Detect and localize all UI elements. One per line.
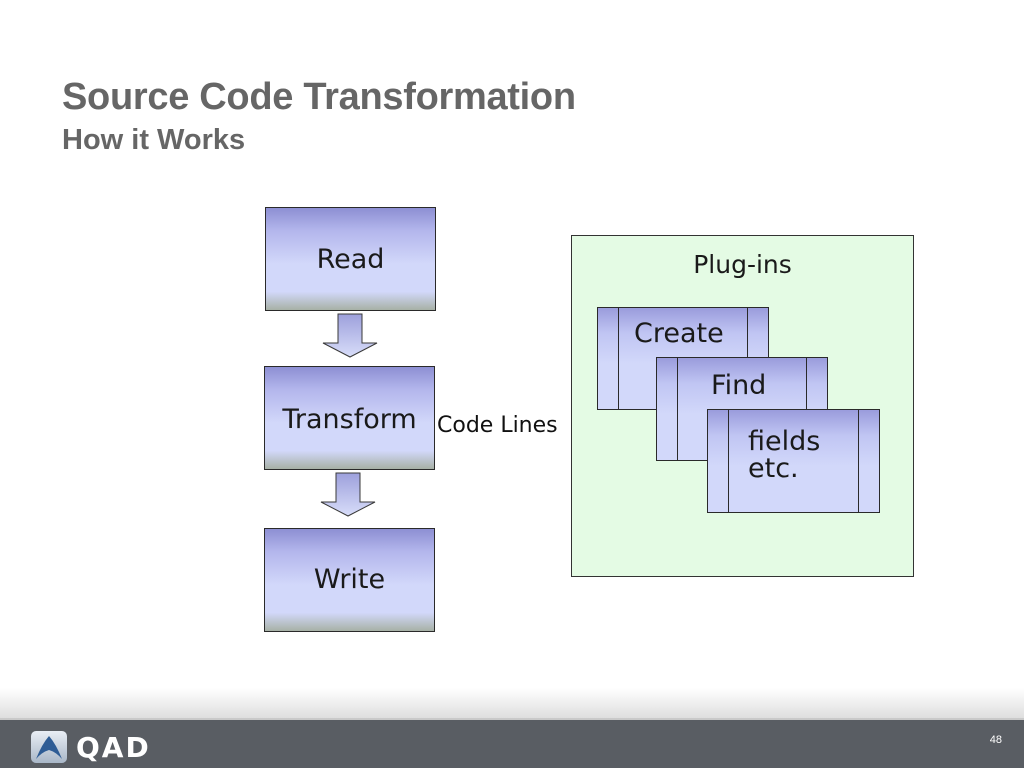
plugin-fields-line1: fields [748,426,821,457]
plugin-fields-line2: etc. [748,453,799,484]
qad-logo: QAD [30,730,151,764]
code-lines-label: Code Lines [437,413,558,438]
process-bar-left [618,308,619,409]
process-bar-left [728,410,729,512]
read-box: Read [265,207,436,311]
footer-fade [0,688,1024,720]
plugin-find-label: Find [711,370,767,401]
plugin-fields-label: fields etc. [748,428,820,482]
transform-label: Transform [282,404,417,435]
plugin-create-label: Create [634,318,724,349]
down-arrow-read-transform [322,313,378,358]
transform-box: Transform [264,366,435,470]
logo-text: QAD [76,730,151,764]
slide-title: Source Code Transformation [62,76,576,118]
qad-logo-icon [31,731,67,763]
write-label: Write [313,564,386,595]
process-bar-left [677,358,678,460]
read-label: Read [316,244,385,275]
process-bar-right [858,410,859,512]
page-number: 48 [989,734,1002,746]
plugins-title: Plug-ins [693,250,792,279]
footer-divider [0,718,1024,720]
slide-subtitle: How it Works [62,124,246,156]
plugin-fields: fields etc. [707,409,880,513]
down-arrow-transform-write [320,472,376,517]
write-box: Write [264,528,435,632]
footer-bar [0,720,1024,768]
